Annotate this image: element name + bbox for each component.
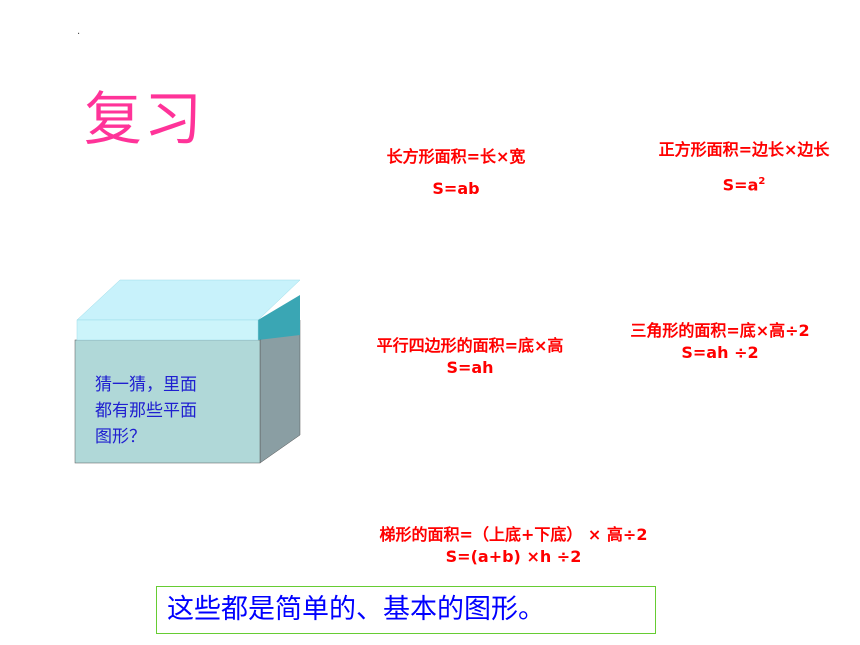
- box-question: 猜一猜，里面 都有那些平面 图形？: [95, 372, 197, 450]
- page-title: 复习: [84, 85, 205, 153]
- box-front-face: [74, 339, 261, 464]
- parallelogram-formula: 平行四边形的面积=底×高 S=ah: [358, 335, 582, 379]
- triangle-formula: 三角形的面积=底×高÷2 S=ah ÷2: [612, 320, 828, 364]
- box-lid-side: [258, 295, 300, 340]
- rectangle-formula-expr: S=ab: [432, 179, 480, 198]
- box-question-line: 都有那些平面: [95, 401, 197, 421]
- box-side-face: [259, 319, 301, 464]
- trapezoid-formula-expr: S=(a+b) ×h ÷2: [445, 547, 582, 566]
- square-formula-base: S=a: [722, 175, 759, 195]
- triangle-formula-name: 三角形的面积=底×高÷2: [630, 321, 810, 340]
- mystery-box-illustration: [74, 279, 301, 464]
- summary-box: 这些都是简单的、基本的图形。: [156, 586, 656, 634]
- summary-text: 这些都是简单的、基本的图形。: [167, 594, 545, 625]
- box-question-line: 猜一猜，里面: [95, 375, 197, 395]
- trapezoid-formula: 梯形的面积=（上底+下底） × 高÷2 S=(a+b) ×h ÷2: [356, 524, 671, 568]
- square-formula-exponent: 2: [758, 176, 766, 187]
- rectangle-formula: 长方形面积=长×宽 S=ab: [373, 146, 539, 200]
- square-formula: 正方形面积=边长×边长 S=a2: [641, 139, 847, 196]
- box-lid-top: [76, 279, 301, 321]
- trapezoid-formula-name: 梯形的面积=（上底+下底） × 高÷2: [379, 525, 648, 544]
- parallelogram-formula-name: 平行四边形的面积=底×高: [376, 336, 564, 355]
- box-question-line: 图形？: [95, 427, 146, 447]
- triangle-formula-expr: S=ah ÷2: [681, 343, 759, 362]
- square-formula-name: 正方形面积=边长×边长: [658, 140, 830, 159]
- box-lid-front: [76, 319, 259, 341]
- rectangle-formula-name: 长方形面积=长×宽: [386, 147, 526, 166]
- slide-marker: .: [77, 26, 81, 37]
- square-formula-expr: S=a2: [641, 171, 847, 196]
- parallelogram-formula-expr: S=ah: [446, 358, 494, 377]
